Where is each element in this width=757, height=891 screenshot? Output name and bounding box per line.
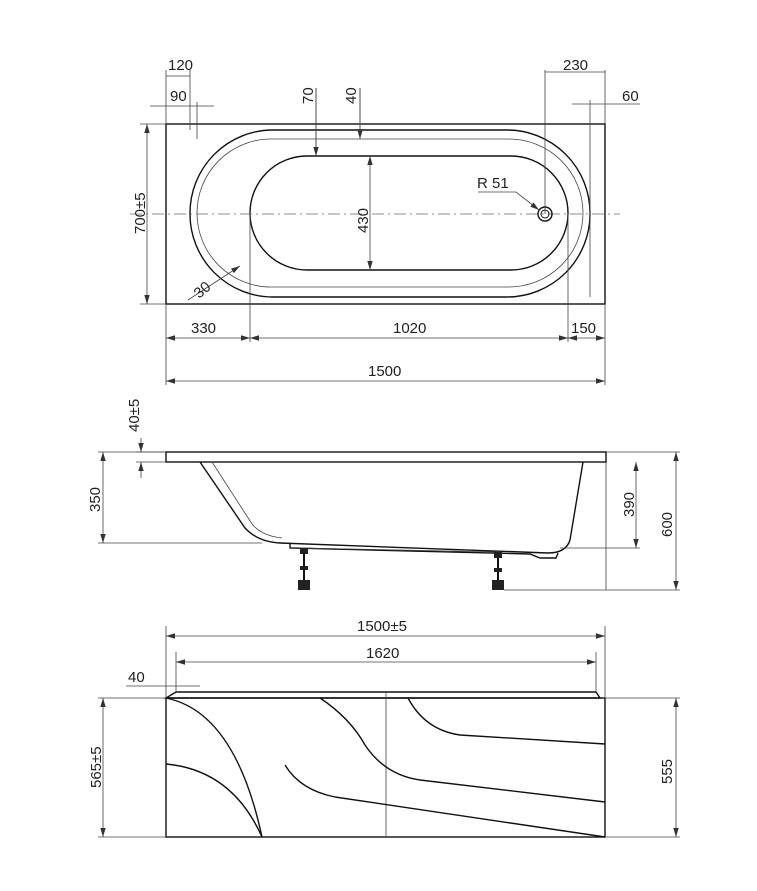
panel-outline: [165, 697, 606, 838]
top-view-basin-floor: [249, 155, 569, 271]
leg-left: [298, 548, 310, 590]
leader-radius: [478, 191, 540, 211]
side-view-tub-inner: [211, 461, 283, 539]
dim-width: 700±5: [132, 192, 149, 234]
dim-1020: 1020: [393, 320, 426, 337]
top-view: 120 90 70 40 230 60 700±5 430 R 51 30 33…: [130, 57, 640, 385]
side-view-extension-lines: [98, 451, 680, 591]
dim-line-30: [187, 265, 241, 301]
dim-1500: 1500: [368, 363, 401, 380]
dim-60: 60: [622, 88, 639, 105]
dim-70: 70: [300, 87, 317, 104]
dim-rim: 40±5: [126, 399, 143, 432]
dim-panel-1500: 1500±5: [357, 618, 407, 635]
dim-565: 565±5: [88, 746, 105, 788]
side-view-rim: [165, 451, 607, 463]
dim-555: 555: [659, 759, 676, 784]
dim-panel-40: 40: [128, 669, 145, 686]
panel-wave-5: [284, 764, 606, 838]
dim-330: 330: [191, 320, 216, 337]
top-view-outline: [165, 123, 606, 305]
dim-430: 430: [355, 208, 372, 233]
dim-600: 600: [659, 512, 676, 537]
side-view-base: [289, 543, 559, 559]
panel-wave-3: [319, 697, 606, 803]
panel-wave-4: [407, 697, 606, 745]
side-view-tub-body: [199, 461, 584, 554]
panel-wave-2: [165, 763, 263, 838]
dim-350: 350: [87, 487, 104, 512]
dim-radius: R 51: [477, 175, 509, 192]
top-view-inner-rim: [196, 138, 584, 288]
side-view: 40±5 350 390 600: [87, 399, 680, 591]
dim-230: 230: [563, 57, 588, 74]
panel-view: 1500±5 1620 40 565±5 555: [88, 618, 680, 838]
dim-40: 40: [343, 87, 360, 104]
panel-top-edge: [163, 691, 602, 699]
dim-30: 30: [191, 278, 215, 302]
dim-150: 150: [571, 320, 596, 337]
dim-1620: 1620: [366, 645, 399, 662]
panel-wave-1: [165, 697, 263, 838]
dim-90: 90: [170, 88, 187, 105]
leg-right: [492, 552, 504, 590]
dim-390: 390: [621, 492, 638, 517]
dim-120: 120: [168, 57, 193, 74]
